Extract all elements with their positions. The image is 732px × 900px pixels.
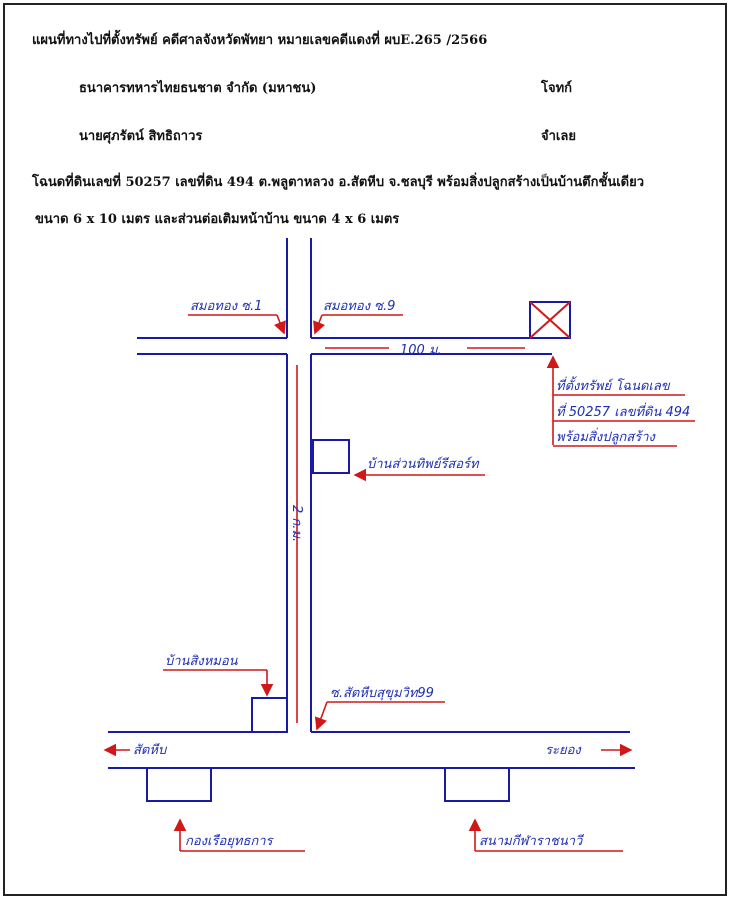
label-to-sattahip: สัตหีบ <box>133 742 168 758</box>
label-property-2: ที่ 50257 เลขที่ดิน 494 <box>556 402 690 420</box>
label-soi-99: ซ.สัตหีบสุขุมวิท99 <box>330 685 434 701</box>
label-property-3: พร้อมสิ่งปลูกสร้าง <box>556 427 657 445</box>
property-box <box>529 301 571 339</box>
house-right-box <box>312 439 350 474</box>
label-house-right: บ้านส่วนทิพย์รีสอร์ท <box>367 456 480 472</box>
label-stadium: สนามกีฬาราชนาวี <box>479 833 584 849</box>
house-left-box <box>251 697 288 733</box>
label-soi-1: สมอทอง ซ.1 <box>190 299 262 314</box>
plaintiff-name: ธนาคารทหารไทยธนชาต จำกัด (มหาชน) <box>79 81 317 96</box>
label-fleet: กองเรือยุทธการ <box>185 834 275 849</box>
label-property-1: ที่ตั้งทรัพย์ โฉนดเลข <box>556 376 671 394</box>
property-x-mark <box>529 301 571 339</box>
fleet-box <box>146 767 212 802</box>
defendant-role: จำเลย <box>541 129 576 144</box>
document-title: แผนที่ทางไปที่ตั้งทรัพย์ คดีศาลจังหวัดพั… <box>32 33 488 48</box>
plaintiff-role: โจทก์ <box>541 81 573 96</box>
label-house-left: บ้านสิงหมอน <box>165 654 239 669</box>
map-drawing: สมอทอง ซ.1 สมอทอง ซ.9 100 ม. ที่ตั้งทรัพ… <box>103 238 695 852</box>
annotation-lines <box>103 314 695 852</box>
document-page: แผนที่ทางไปที่ตั้งทรัพย์ คดีศาลจังหวัดพั… <box>3 3 727 896</box>
soi1-arrow <box>273 314 286 335</box>
soi9-arrow <box>313 314 326 335</box>
label-soi-9: สมอทอง ซ.9 <box>323 299 395 314</box>
defendant-name: นายศุภรัตน์ สิทธิถาวร <box>79 129 203 144</box>
property-description-line2: ขนาด 6 x 10 เมตร และส่วนต่อเติมหน้าบ้าน … <box>35 212 400 227</box>
stadium-box <box>444 767 510 802</box>
soi99-arrow <box>314 701 328 731</box>
label-road-vertical: 2 ก.ม. <box>289 505 304 542</box>
label-distance: 100 ม. <box>400 343 442 358</box>
buildings <box>146 301 571 802</box>
label-to-rayong: ระยอง <box>545 743 582 758</box>
property-description-line1: โฉนดที่ดินเลขที่ 50257 เลขที่ดิน 494 ต.พ… <box>32 175 645 190</box>
